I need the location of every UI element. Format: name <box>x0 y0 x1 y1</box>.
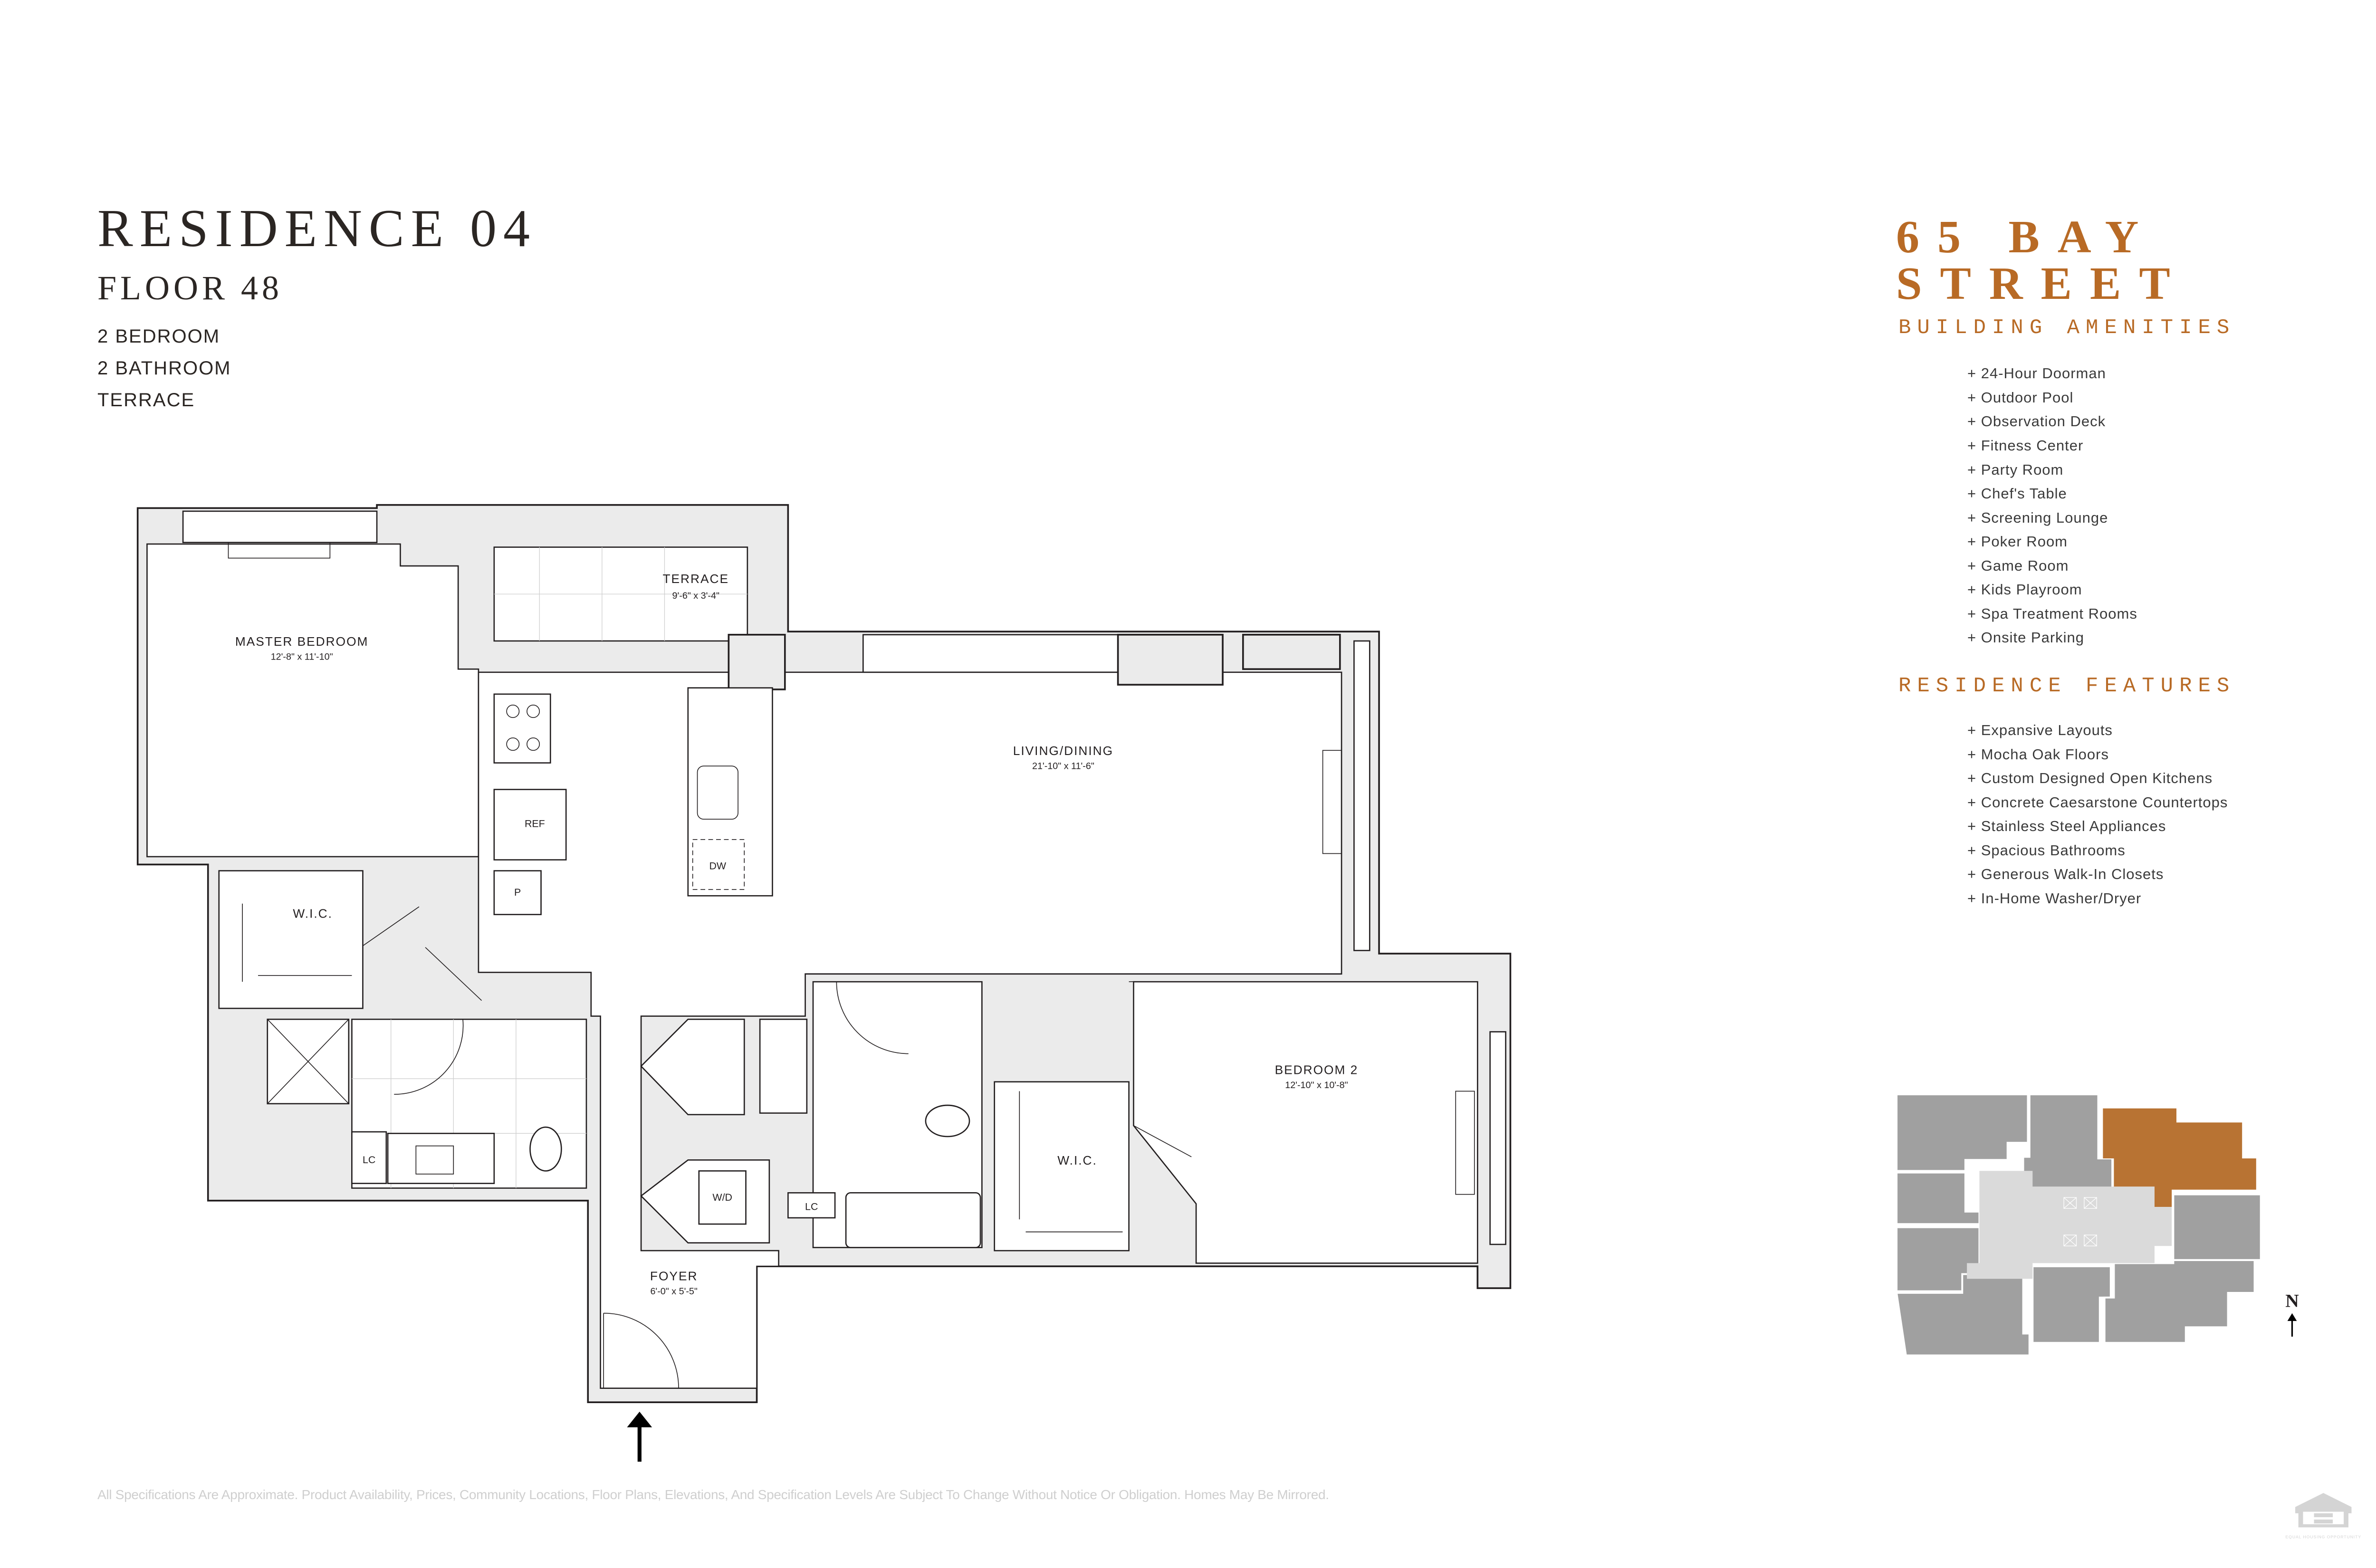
key-plan-core <box>1965 1171 2172 1279</box>
amenity-item: + Spa Treatment Rooms <box>1967 605 2137 622</box>
equal-housing-text: EQUAL HOUSING OPPORTUNITY <box>2286 1534 2362 1539</box>
bedroom2-wic-label: W.I.C. <box>1057 1153 1097 1167</box>
window <box>1353 640 1370 951</box>
foyer-dims: 6'-0" x 5'-5" <box>650 1286 697 1297</box>
key-plan-highlight-unit <box>2103 1108 2256 1207</box>
bedroom-2 <box>1133 981 1478 1264</box>
bath2-linen-closet <box>787 1192 836 1219</box>
foyer-label: FOYER <box>650 1269 698 1283</box>
washer-dryer <box>698 1170 747 1225</box>
terrace-dims: 9'-6" x 3'-4" <box>672 591 719 601</box>
amenity-item: + Kids Playroom <box>1967 581 2082 598</box>
hall-closet <box>640 1018 745 1116</box>
hvac-unit <box>1455 1090 1475 1195</box>
floor-number: FLOOR 48 <box>97 269 283 307</box>
amenity-item: + Poker Room <box>1967 533 2068 550</box>
amenity-item: + Fitness Center <box>1967 437 2084 454</box>
bathtub <box>845 1192 981 1248</box>
feature-item: + Generous Walk-In Closets <box>1967 866 2164 882</box>
amenity-item: + Screening Lounge <box>1967 509 2108 526</box>
feature-item: + Mocha Oak Floors <box>1967 746 2109 763</box>
hvac-unit <box>228 542 331 559</box>
linen-closet-label: LC <box>363 1154 375 1166</box>
amenities-heading: BUILDING AMENITIES <box>1898 316 2236 340</box>
equal-housing-logo: EQUAL HOUSING OPPORTUNITY <box>2286 1493 2362 1539</box>
window <box>862 634 1119 673</box>
living-dining-dims: 21'-10" x 11'-6" <box>1032 761 1094 772</box>
spec-bedrooms: 2 BEDROOM <box>97 326 220 347</box>
feature-item: + Concrete Caesarstone Countertops <box>1967 794 2228 811</box>
terrace-label: TERRACE <box>662 572 729 586</box>
living-dining-label: LIVING/DINING <box>1013 744 1113 758</box>
features-heading: RESIDENCE FEATURES <box>1898 674 2236 698</box>
linen-closet <box>351 1131 387 1184</box>
toilet <box>925 1104 970 1138</box>
pantry <box>493 870 542 916</box>
window <box>182 510 378 543</box>
bedroom2-label: BEDROOM 2 <box>1275 1062 1359 1077</box>
window <box>1489 1031 1506 1245</box>
master-wic <box>218 870 364 1009</box>
bedroom2-dims: 12'-10" x 10'-8" <box>1285 1080 1348 1090</box>
feature-item: + In-Home Washer/Dryer <box>1967 890 2142 907</box>
spec-terrace: TERRACE <box>97 390 195 411</box>
dishwasher <box>692 839 745 890</box>
amenity-item: + Game Room <box>1967 557 2069 574</box>
disclaimer: All Specifications Are Approximate. Prod… <box>97 1487 1329 1502</box>
feature-item: + Expansive Layouts <box>1967 722 2113 738</box>
amenity-item: + Outdoor Pool <box>1967 389 2074 406</box>
master-bedroom-dims: 12'-8" x 11'-10" <box>271 651 333 662</box>
amenity-item: + Party Room <box>1967 461 2064 478</box>
hvac-unit <box>1322 750 1342 854</box>
bath2-linen-label: LC <box>805 1201 818 1213</box>
master-bedroom <box>146 543 479 858</box>
washer-dryer-label: W/D <box>712 1192 732 1203</box>
pantry-label: P <box>514 887 521 898</box>
refrigerator <box>493 789 567 860</box>
bedroom2-wic <box>994 1081 1130 1252</box>
spec-bathrooms: 2 BATHROOM <box>97 358 231 379</box>
amenity-item: + Observation Deck <box>1967 413 2106 430</box>
range <box>493 693 551 764</box>
amenity-item: + 24-Hour Doorman <box>1967 365 2106 382</box>
key-plan <box>1895 1093 2262 1357</box>
master-wic-label: W.I.C. <box>293 906 332 920</box>
sink <box>697 765 738 820</box>
dishwasher-label: DW <box>709 860 727 871</box>
toilet <box>529 1126 562 1172</box>
vanity <box>387 1133 495 1184</box>
residence-title: RESIDENCE 04 <box>97 199 537 258</box>
bath2-vanity <box>759 1018 808 1114</box>
refrigerator-label: REF <box>525 818 545 829</box>
amenity-item: + Chef's Table <box>1967 485 2067 502</box>
master-bedroom-label: MASTER BEDROOM <box>235 634 369 649</box>
feature-item: + Stainless Steel Appliances <box>1967 818 2166 834</box>
feature-item: + Spacious Bathrooms <box>1967 842 2126 859</box>
feature-item: + Custom Designed Open Kitchens <box>1967 770 2213 786</box>
building-name: 65 BAY STREET <box>1896 211 2188 309</box>
north-label: N <box>2285 1291 2299 1311</box>
kitchen-island <box>687 687 773 897</box>
amenity-item: + Onsite Parking <box>1967 629 2085 646</box>
